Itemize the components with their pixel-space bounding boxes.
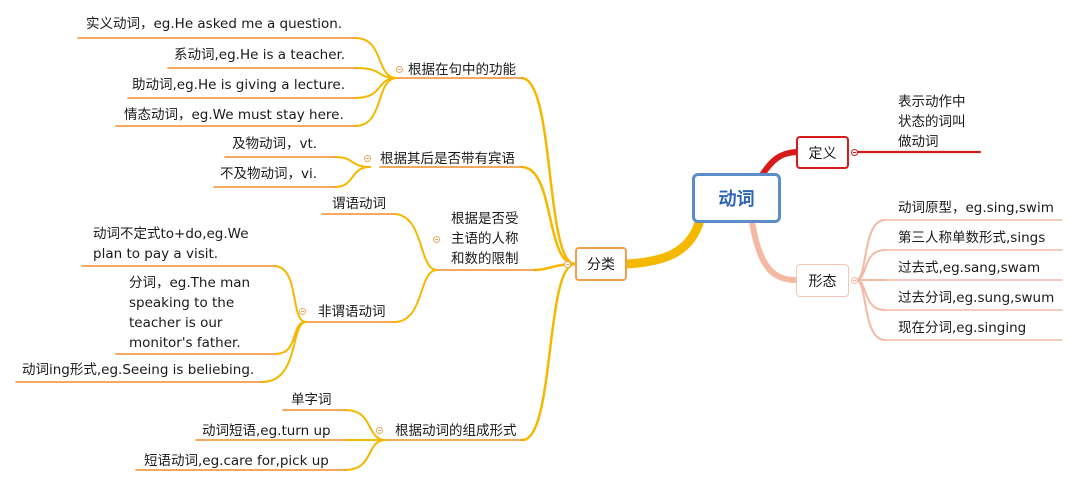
collapse-toggle-function[interactable] xyxy=(396,66,403,73)
predicate-verb[interactable]: 谓语动词 xyxy=(332,196,386,212)
function-item-3[interactable]: 助动词,eg.He is giving a lecture. xyxy=(132,77,346,93)
branch-xingtai[interactable]: 形态 xyxy=(796,264,849,297)
function-item-4[interactable]: 情态动词，eg.We must stay here. xyxy=(124,107,344,123)
nonpredicate-item-2[interactable]: 分词，eg.The man speaking to the teacher is… xyxy=(129,275,251,351)
nonpredicate-item-1[interactable]: 动词不定式to+do,eg.We plan to pay a visit. xyxy=(93,226,249,262)
object-item-1[interactable]: 及物动词，vt. xyxy=(232,136,318,152)
nonpredicate-verb[interactable]: 非谓语动词 xyxy=(318,304,386,320)
object-item-2[interactable]: 不及物动词，vi. xyxy=(220,166,318,182)
form-item-1[interactable]: 单字词 xyxy=(291,392,332,408)
xingtai-item-5[interactable]: 现在分词,eg.singing xyxy=(898,320,1027,336)
collapse-toggle-person[interactable] xyxy=(433,236,440,243)
collapse-toggle-fenlei[interactable] xyxy=(564,261,571,268)
form-item-2[interactable]: 动词短语,eg.turn up xyxy=(202,423,331,439)
collapse-toggle-dingyi[interactable] xyxy=(851,149,858,156)
group-label-function[interactable]: 根据在句中的功能 xyxy=(408,62,516,78)
form-item-3[interactable]: 短语动词,eg.care for,pick up xyxy=(144,453,329,469)
xingtai-item-1[interactable]: 动词原型，eg.sing,swim xyxy=(898,200,1054,216)
collapse-toggle-object[interactable] xyxy=(364,155,371,162)
collapse-toggle-xingtai[interactable] xyxy=(851,277,858,284)
central-topic[interactable]: 动词 xyxy=(692,173,781,223)
branch-fenlei[interactable]: 分类 xyxy=(575,247,627,281)
branch-dingyi[interactable]: 定义 xyxy=(796,136,849,169)
collapse-toggle-nonpredicate[interactable] xyxy=(299,308,306,315)
collapse-toggle-form[interactable] xyxy=(376,427,383,434)
definition-text: 表示动作中状态的词叫做动词 xyxy=(898,94,966,150)
group-label-object[interactable]: 根据其后是否带有宾语 xyxy=(380,151,515,167)
group-label-form[interactable]: 根据动词的组成形式 xyxy=(395,423,517,439)
xingtai-item-4[interactable]: 过去分词,eg.sung,swum xyxy=(898,290,1055,306)
function-item-1[interactable]: 实义动词，eg.He asked me a question. xyxy=(86,16,343,32)
xingtai-item-3[interactable]: 过去式,eg.sang,swam xyxy=(898,260,1041,276)
nonpredicate-item-3[interactable]: 动词ing形式,eg.Seeing is beliebing. xyxy=(22,362,255,378)
function-item-2[interactable]: 系动词,eg.He is a teacher. xyxy=(174,47,346,63)
group-label-person[interactable]: 根据是否受主语的人称和数的限制 xyxy=(451,211,519,267)
xingtai-item-2[interactable]: 第三人称单数形式,sings xyxy=(898,230,1046,246)
